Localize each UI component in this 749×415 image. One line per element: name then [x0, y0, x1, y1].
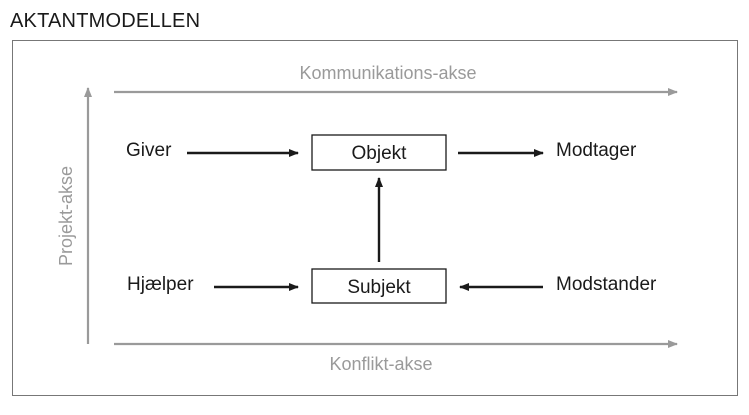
giver-label: Giver: [126, 140, 172, 161]
diagram-frame: [12, 40, 738, 396]
communication-axis-label: Kommunikations-akse: [299, 63, 476, 83]
project-axis-label: Projekt-akse: [56, 166, 76, 266]
object-box: [311, 134, 447, 171]
helper-label: Hjælper: [127, 274, 194, 295]
receiver-label: Modtager: [556, 140, 637, 161]
subject-box: [311, 268, 447, 304]
object-label: Objekt: [352, 143, 408, 164]
opponent-label: Modstander: [556, 274, 657, 295]
subject-label: Subjekt: [347, 277, 411, 298]
page-title: AKTANTMODELLEN: [10, 10, 201, 32]
conflict-axis-label: Konflikt-akse: [329, 354, 432, 374]
